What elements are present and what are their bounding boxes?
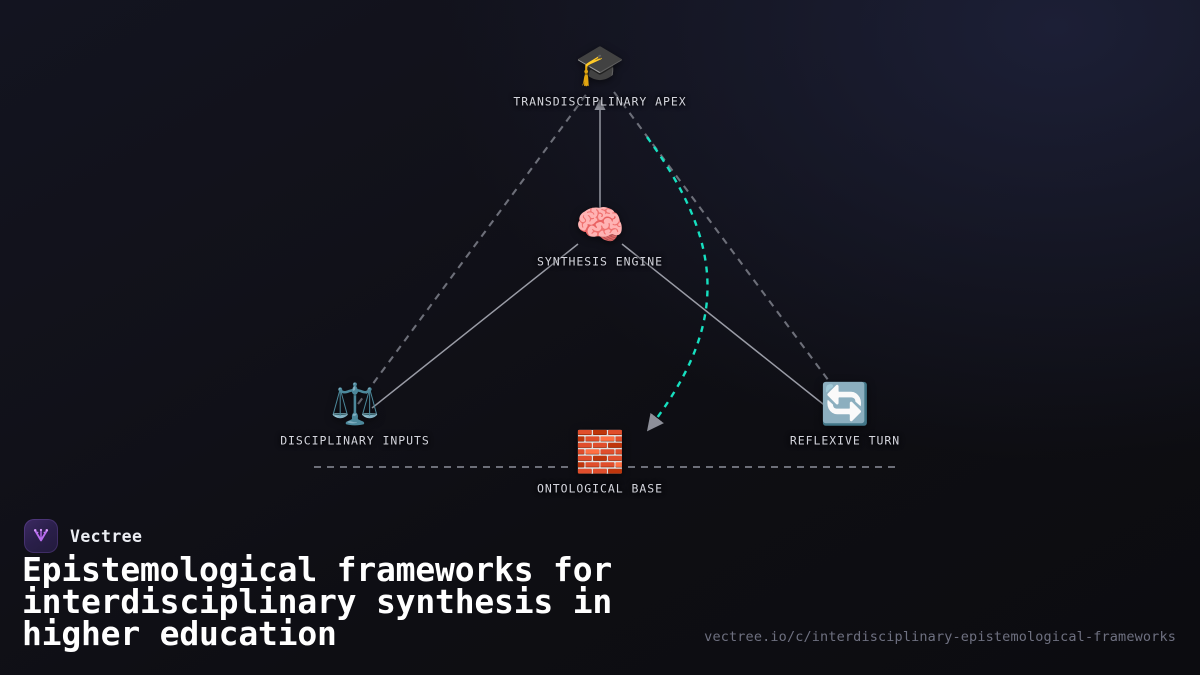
graph-node-synthesis[interactable]: 🧠 SYNTHESIS ENGINE bbox=[485, 204, 715, 269]
brain-icon: 🧠 bbox=[575, 202, 625, 249]
node-label-ontological: ONTOLOGICAL BASE bbox=[537, 481, 663, 496]
edge-apex-ontological-highlight bbox=[646, 136, 709, 432]
arrows-counterclockwise-icon: 🔄 bbox=[820, 381, 870, 428]
graph-node-inputs[interactable]: ⚖️ DISCIPLINARY INPUTS bbox=[240, 383, 470, 448]
graduation-cap-icon: 🎓 bbox=[575, 42, 625, 89]
graph-node-reflexive[interactable]: 🔄 REFLEXIVE TURN bbox=[730, 383, 960, 448]
brand-name: Vectree bbox=[70, 526, 143, 546]
page-title: Epistemological frameworks for interdisc… bbox=[22, 550, 613, 653]
graph-node-ontological[interactable]: 🧱 ONTOLOGICAL BASE bbox=[485, 431, 715, 496]
brick-wall-icon: 🧱 bbox=[575, 429, 625, 476]
node-label-reflexive: REFLEXIVE TURN bbox=[789, 433, 901, 448]
node-label-synthesis: SYNTHESIS ENGINE bbox=[537, 254, 663, 269]
source-url: vectree.io/c/interdisciplinary-epistemol… bbox=[704, 629, 1176, 645]
vectree-logo-badge bbox=[24, 519, 58, 553]
footer: Vectree Epistemological frameworks for i… bbox=[0, 510, 1200, 675]
balance-scale-icon: ⚖️ bbox=[330, 381, 380, 428]
node-label-apex: TRANSDISCIPLINARY APEX bbox=[513, 94, 687, 109]
graph-node-apex[interactable]: 🎓 TRANSDISCIPLINARY APEX bbox=[485, 44, 715, 109]
node-label-inputs: DISCIPLINARY INPUTS bbox=[280, 433, 430, 448]
brand[interactable]: Vectree bbox=[24, 519, 142, 553]
vectree-tree-logo-icon bbox=[33, 528, 49, 542]
